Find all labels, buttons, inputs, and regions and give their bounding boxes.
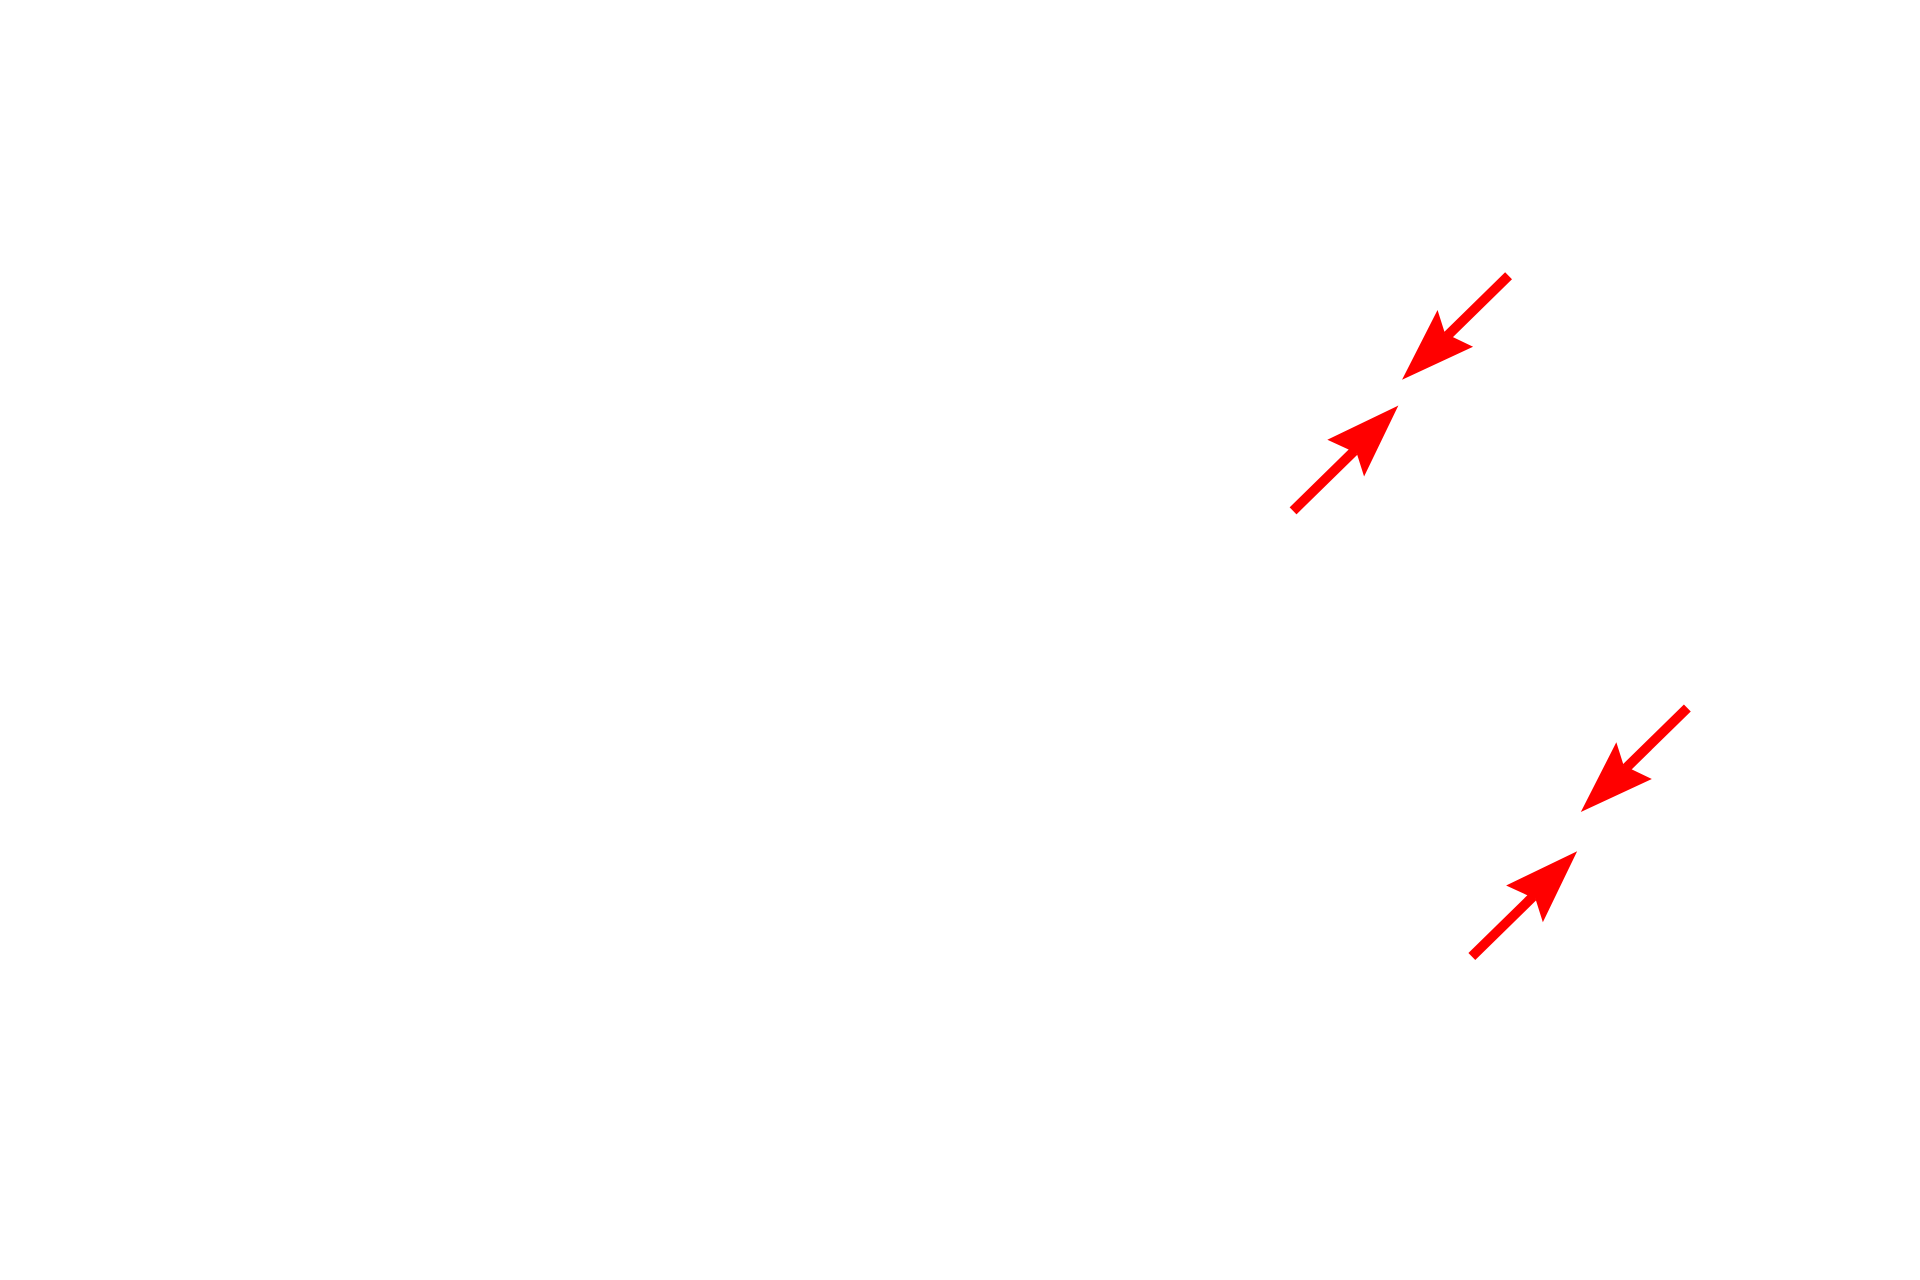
red-arrow-up-right-icon [1293, 406, 1398, 511]
red-arrow-down-left-icon [1402, 276, 1509, 380]
red-arrow-up-right-icon [1472, 851, 1577, 956]
arrow-pair-upper [1293, 276, 1509, 511]
red-arrow-down-left-icon [1581, 708, 1688, 812]
arrow-pair-lower [1472, 708, 1688, 957]
